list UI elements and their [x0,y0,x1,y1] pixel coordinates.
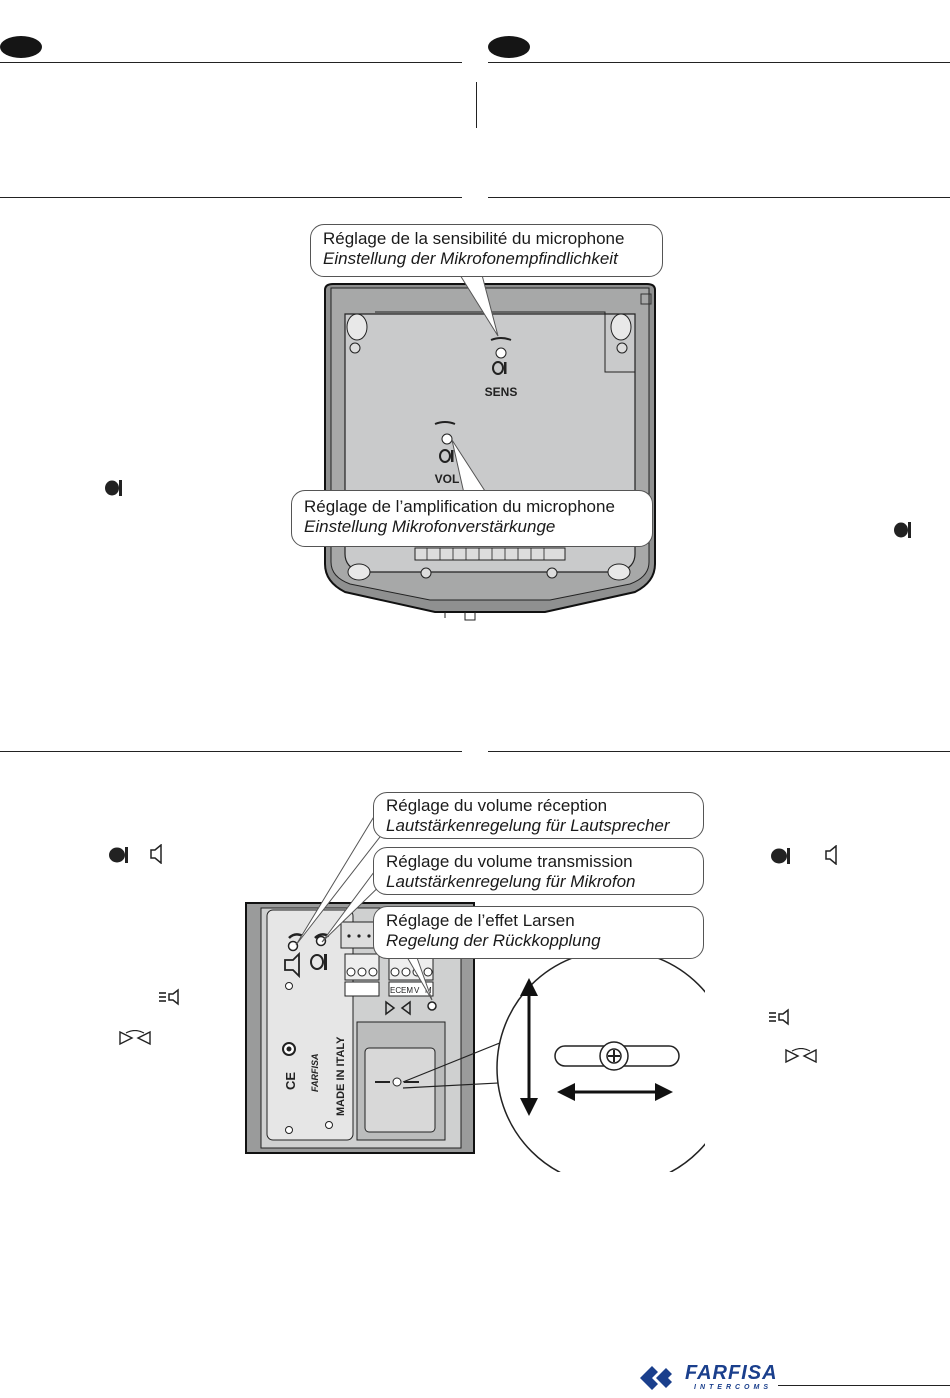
board-made-label: MADE IN ITALY [335,1036,347,1116]
microphone-icon [109,847,128,863]
callout-line: Réglage du volume transmission [386,852,633,871]
terminal-label: EC [390,986,401,995]
callout-line: Réglage de l’amplification du microphone [304,497,615,516]
sidetone-icon [769,1008,789,1026]
callout-line: Réglage de l’effet Larsen [386,911,575,930]
board-brand-label: FARFISA [310,1053,320,1092]
terminal-label: V [414,986,420,995]
footer-tagline: INTERCOMS [694,1384,772,1391]
farfisa-logo-icon [640,1366,672,1390]
sidetone-icon [159,988,179,1006]
callout-mic-amplification: Réglage de l’amplification du microphone… [291,490,653,547]
language-badge-left [0,36,42,58]
larsen-icon [119,1030,151,1046]
speaker-icon [825,845,837,865]
callout-line: Réglage du volume réception [386,796,608,815]
microphone-icon [771,848,790,864]
callout-receive-volume: Réglage du volume réception Lautstärkenr… [373,792,704,839]
callout-larsen-effect: Réglage de l’effet Larsen Regelung der R… [373,906,704,959]
callout-line: Einstellung der Mikrofonempfindlichkeit [323,249,618,268]
section-rule-left-2 [0,751,462,752]
callout-line: Lautstärkenregelung für Mikrofon [386,872,636,891]
section-rule-left-1 [0,197,462,198]
callout-line: Einstellung Mikrofonverstärkunge [304,517,556,536]
callout-line: Lautstärkenregelung für Lautsprecher [386,816,670,835]
section-rule-right-1 [488,197,950,198]
larsen-icon [785,1048,817,1064]
language-badge-right [488,36,530,58]
header-rule-left [0,62,462,63]
header-rule-right [488,62,950,63]
ce-mark: CE [283,1072,298,1090]
microphone-icon [894,522,911,538]
sens-label: SENS [485,385,518,399]
speaker-icon [150,844,162,864]
column-divider [476,82,477,128]
callout-line: Regelung der Rückkopplung [386,931,601,950]
footer-rule [778,1385,950,1386]
footer-brand: FARFISA [685,1362,778,1384]
microphone-icon [105,480,122,496]
callout-line: Réglage de la sensibilité du microphone [323,229,625,248]
terminal-label: EM [401,986,413,995]
section-rule-right-2 [488,751,950,752]
callout-mic-sensitivity: Réglage de la sensibilité du microphone … [310,224,663,277]
callout-transmit-volume: Réglage du volume transmission Lautstärk… [373,847,704,895]
vol-label: VOL [435,472,460,486]
